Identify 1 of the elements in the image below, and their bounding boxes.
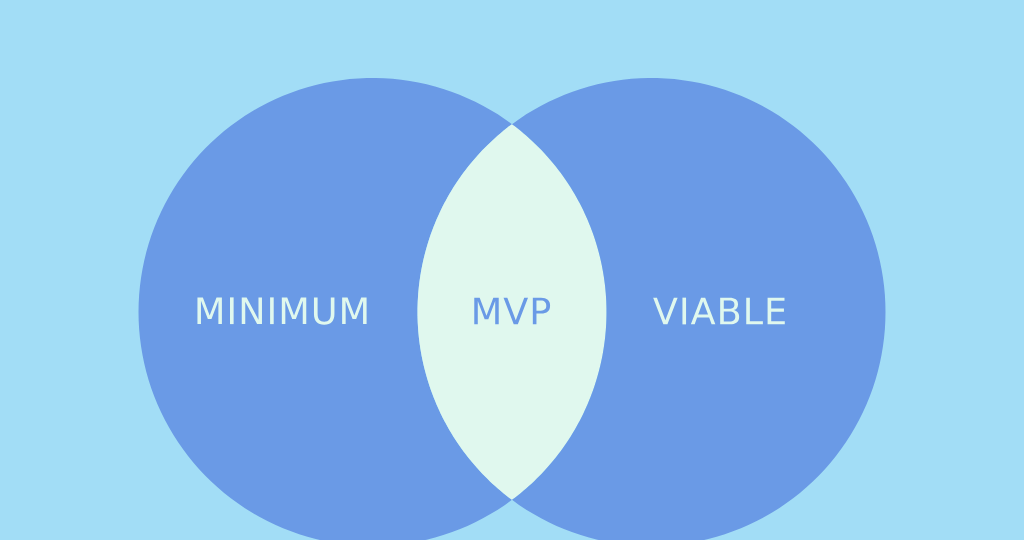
overlap-region: MVP xyxy=(417,124,607,500)
